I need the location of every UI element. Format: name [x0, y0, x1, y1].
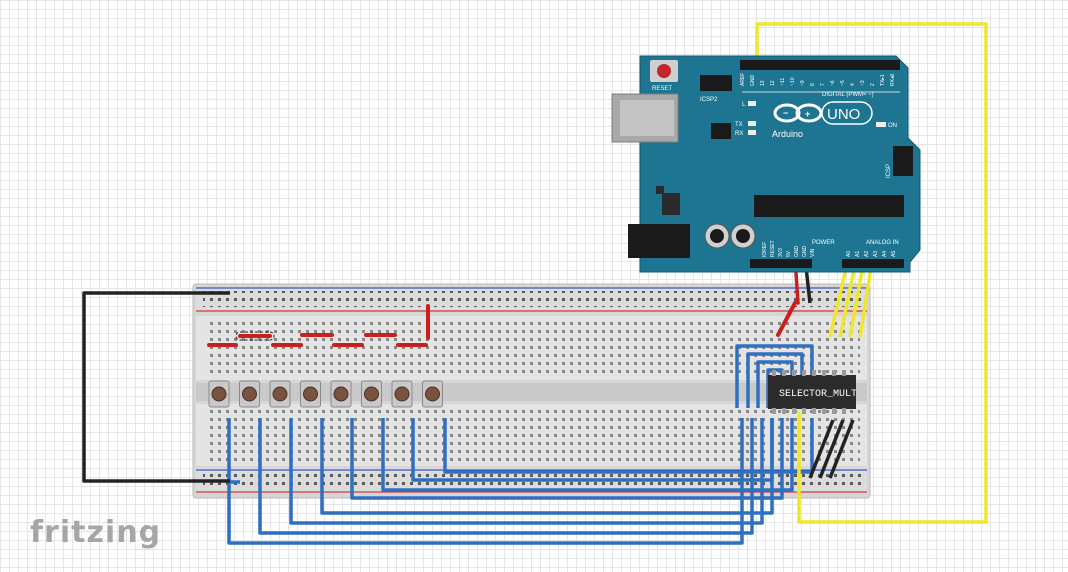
pin-label: 3V3	[778, 248, 784, 257]
pin-label: 2	[870, 83, 876, 86]
pin-label: A4	[882, 251, 888, 257]
pin-label: GND	[750, 75, 756, 87]
pin-label: 5V	[786, 250, 792, 257]
black-wires	[82, 257, 855, 483]
power-header	[750, 259, 812, 268]
fritzing-logo: fritzing	[30, 515, 162, 550]
yellow-wires	[755, 22, 988, 524]
svg-text:−: −	[783, 108, 788, 118]
pin-label: ~10	[790, 77, 796, 86]
pin-label: A2	[864, 251, 870, 257]
pin-label: 7	[820, 83, 826, 86]
pin-label: TX▸1	[880, 74, 886, 86]
pin-label: IOREF	[762, 242, 768, 257]
atmega-chip	[754, 195, 904, 217]
pin-label: GND	[794, 246, 800, 258]
pin-label: ~9	[800, 80, 806, 86]
push-button-7[interactable]	[391, 380, 413, 408]
led-tx-label: TX	[735, 122, 743, 128]
pin-label: ~6	[830, 80, 836, 86]
push-button-3[interactable]	[269, 380, 291, 408]
blue-wires	[227, 344, 814, 545]
digital-pin-labels: AREF GND 13 12 ~11 ~10 ~9 8 7 ~6 ~5 4 ~3 2 TX▸1 RX◂0	[740, 73, 896, 86]
pin-label: A0	[846, 251, 852, 257]
pin-label: AREF	[740, 73, 746, 86]
arduino-logo: − + UNO Arduino	[772, 101, 873, 139]
digital-header	[740, 60, 900, 70]
push-button-2[interactable]	[239, 380, 260, 408]
digital-label: DIGITAL (PWM= ~)	[822, 92, 874, 98]
pin-label: 12	[770, 80, 776, 86]
chip-label: SELECTOR_MULT	[779, 389, 857, 400]
icsp2-label: ICSP2	[700, 97, 718, 103]
red-jumpers	[207, 301, 797, 347]
push-button-4[interactable]	[300, 380, 321, 408]
svg-text:+: +	[805, 109, 810, 119]
pin-label: ~11	[780, 78, 786, 86]
reset-label: RESET	[652, 86, 672, 92]
pin-label: GND	[802, 246, 808, 258]
pin-label: 13	[760, 80, 766, 86]
icsp-label: ICSP	[886, 164, 892, 178]
push-button-1[interactable]	[208, 380, 230, 408]
pin-label: 4	[850, 83, 856, 86]
selector-mult-chip[interactable]: SELECTOR_MULT	[768, 370, 857, 414]
power-label: POWER	[812, 240, 835, 246]
push-buttons	[208, 380, 443, 408]
pin-label: ~5	[840, 80, 846, 86]
pin-label: RESET	[770, 240, 776, 257]
analog-header	[842, 259, 904, 268]
pin-label: A5	[891, 251, 897, 257]
pin-label: ~3	[860, 80, 866, 86]
pin-label: VIN	[810, 248, 816, 257]
brand-label: Arduino	[772, 129, 803, 139]
push-button-5[interactable]	[330, 380, 352, 408]
push-button-6[interactable]	[361, 380, 382, 408]
push-button-8[interactable]	[422, 380, 443, 408]
pin-label: RX◂0	[890, 74, 896, 86]
selected-wire-outline[interactable]	[235, 331, 275, 341]
on-label: ON	[888, 123, 897, 129]
led-l-label: L	[742, 102, 746, 108]
pin-label: A3	[873, 251, 879, 257]
pin-label: A1	[855, 251, 861, 257]
led-rx-label: RX	[735, 131, 743, 137]
analog-label: ANALOG IN	[866, 240, 899, 246]
uno-label: UNO	[827, 106, 860, 123]
pin-label: 8	[810, 83, 816, 86]
